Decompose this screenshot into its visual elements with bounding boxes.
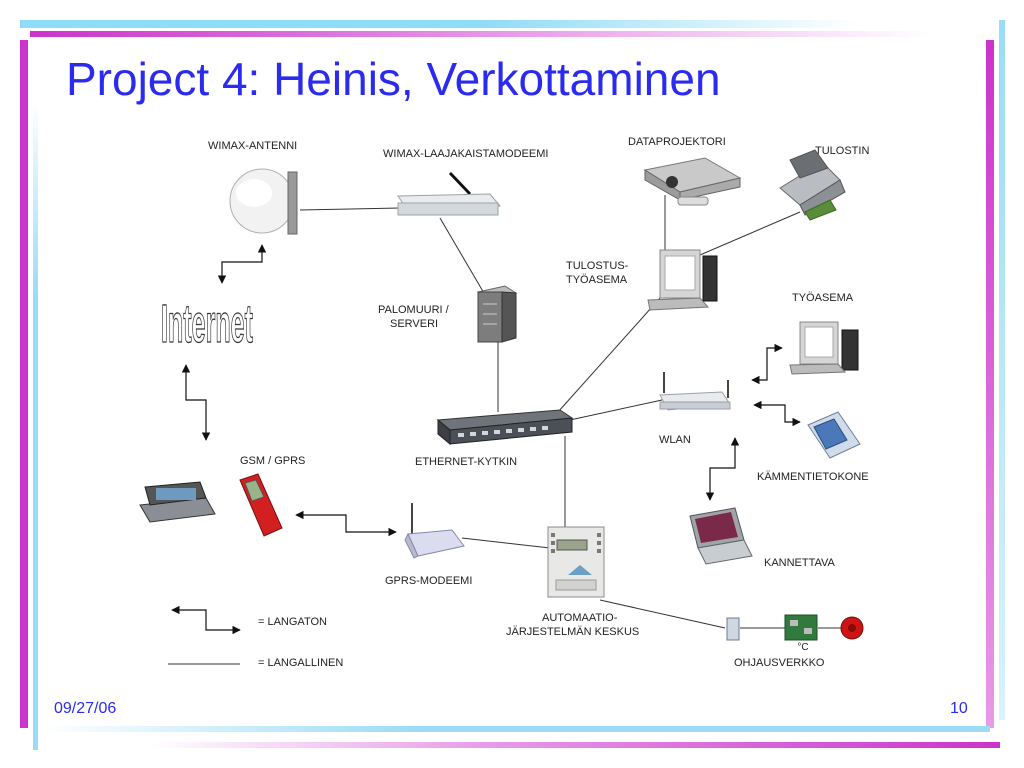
top-cyan-bar <box>20 20 860 28</box>
label-palomuuri-line1: PALOMUURI / <box>378 304 449 316</box>
communicator-phone-device <box>139 481 216 523</box>
label-tulostus-tyoasema-line1: TULOSTUS- <box>566 260 629 272</box>
label-wimax-modeemi: WIMAX-LAAJAKAISTAMODEEMI <box>383 148 549 160</box>
automation-unit-device <box>547 526 605 598</box>
workstation-device <box>789 321 859 375</box>
label-gsm-gprs: GSM / GPRS <box>240 455 306 467</box>
label-tulostus-tyoasema-line2: TYÖASEMA <box>566 274 628 286</box>
wimax-antenna-device <box>229 168 298 235</box>
laptop-device <box>689 507 753 565</box>
label-dataprojektori: DATAPROJEKTORI <box>628 136 726 148</box>
right-magenta-bar <box>986 40 994 728</box>
control-network-devices <box>726 614 864 641</box>
printer-device <box>779 149 846 221</box>
label-gprs-modeemi: GPRS-MODEEMI <box>385 575 473 587</box>
label-ohjausverkko: OHJAUSVERKKO <box>734 657 825 669</box>
left-magenta-bar <box>20 40 28 728</box>
data-projector-device <box>643 157 742 206</box>
wimax-modem-device <box>397 171 501 216</box>
footer-page-number: 10 <box>950 700 968 717</box>
wireless-connections <box>181 244 801 537</box>
label-wimax-antenni: WIMAX-ANTENNI <box>208 140 298 152</box>
label-wlan: WLAN <box>659 434 691 446</box>
left-cyan-bar <box>33 100 38 750</box>
label-automaatio-line1: AUTOMAATIO- <box>542 612 618 624</box>
label-palomuuri-line2: SERVERI <box>390 318 439 330</box>
label-kammentietokone: KÄMMENTIETOKONE <box>757 471 869 483</box>
gsm-phone-device <box>239 473 283 537</box>
label-tyoasema: TYÖASEMA <box>792 292 854 304</box>
label-automaatio-line2: JÄRJESTELMÄN KESKUS <box>506 626 640 638</box>
slide-title: Project 4: Heinis, Verkottaminen <box>66 53 721 105</box>
internet-word: Internet <box>161 294 253 354</box>
label-tulostin: TULOSTIN <box>815 145 870 157</box>
right-cyan-bar <box>999 20 1005 720</box>
label-kannettava: KANNETTAVA <box>764 557 835 569</box>
footer-date: 09/27/06 <box>54 700 117 717</box>
wlan-router-device <box>659 372 731 411</box>
gprs-modem-device <box>404 503 465 559</box>
label-ethernet-kytkin: ETHERNET-KYTKIN <box>415 456 518 468</box>
bottom-magenta-bar <box>150 742 1000 748</box>
legend-wireless-label: = LANGATON <box>258 616 327 628</box>
ethernet-switch-device <box>436 409 574 446</box>
top-magenta-bar <box>30 31 980 37</box>
print-workstation-device <box>647 249 718 311</box>
celsius-mark: °C <box>797 642 808 653</box>
wired-connections <box>299 195 842 629</box>
bottom-cyan-bar <box>40 726 990 732</box>
pda-device <box>807 411 861 459</box>
firewall-server-device <box>476 285 518 343</box>
legend-wired-label: = LANGALLINEN <box>258 657 344 669</box>
legend-wireless-symbol <box>171 605 241 635</box>
